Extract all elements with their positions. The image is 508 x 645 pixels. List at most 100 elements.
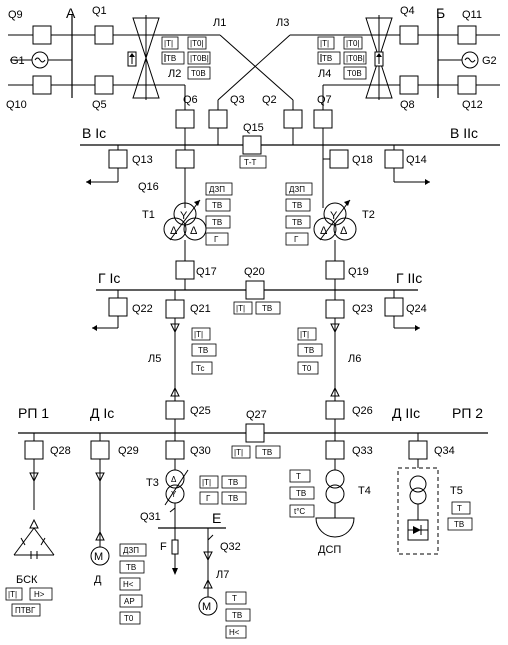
switch-q22[interactable] [108, 297, 128, 317]
switch-q14[interactable] [384, 149, 404, 169]
switch-q24-label: Q24 [406, 303, 427, 315]
switch-q16[interactable] [175, 149, 195, 169]
bus-rp2-label: РП 2 [452, 405, 483, 421]
switch-q22-label: Q22 [132, 303, 153, 315]
bus-d-ii-label: Д IIс [392, 405, 420, 421]
switch-q17[interactable] [175, 260, 195, 280]
switch-q28[interactable] [24, 440, 44, 460]
switch-q20[interactable] [245, 280, 265, 300]
switch-q1[interactable] [94, 25, 114, 45]
switch-q23[interactable] [325, 299, 345, 319]
transformer-t3-label: T3 [146, 477, 159, 489]
line-l1-label: Л1 [213, 17, 226, 29]
switch-q13[interactable] [108, 149, 128, 169]
svg-text:|T|: |T| [194, 330, 203, 339]
svg-text:|Т0В|: |Т0В| [190, 54, 209, 63]
switch-q21[interactable] [165, 299, 185, 319]
line-l3-label: Л3 [276, 17, 289, 29]
svg-text:Δ: Δ [171, 475, 177, 484]
switch-q27-label: Q27 [246, 409, 267, 421]
motor-m-icon [198, 596, 218, 616]
switch-q26[interactable] [325, 400, 345, 420]
svg-text:|T|: |T| [234, 448, 243, 457]
switch-q29[interactable] [90, 440, 110, 460]
switch-q34[interactable] [408, 440, 428, 460]
switch-q26-label: Q26 [352, 405, 373, 417]
switch-q32-icon[interactable] [207, 534, 214, 541]
switch-q18[interactable] [329, 149, 349, 169]
switch-q11[interactable] [457, 25, 477, 45]
svg-text:t°С: t°С [294, 507, 305, 516]
svg-text:АР: АР [124, 597, 135, 606]
switch-q8-label: Q8 [400, 99, 415, 111]
switch-q33[interactable] [325, 440, 345, 460]
bus-v-i-label: В Iс [82, 125, 106, 141]
switch-q30[interactable] [165, 440, 185, 460]
switch-q21-label: Q21 [190, 303, 211, 315]
svg-text:ТВ: ТВ [228, 494, 238, 503]
transformer-t3-icon [165, 469, 185, 489]
svg-text:|T|: |T| [236, 304, 245, 313]
switch-q10-label: Q10 [6, 99, 27, 111]
svg-text:Δ: Δ [320, 225, 328, 237]
motor-d-icon [90, 546, 110, 566]
switch-q24[interactable] [384, 297, 404, 317]
svg-text:|Т0В|: |Т0В| [346, 54, 365, 63]
switch-q12[interactable] [457, 75, 477, 95]
switch-q15-label: Q15 [243, 122, 264, 134]
switch-q2[interactable] [283, 109, 303, 129]
svg-text:Т0В: Т0В [347, 69, 362, 78]
svg-text:ТВ: ТВ [198, 346, 208, 355]
switch-q3[interactable] [208, 109, 228, 129]
switch-q31-label: Q31 [140, 511, 161, 523]
switch-q4[interactable] [399, 25, 419, 45]
svg-text:М: М [94, 551, 103, 563]
switch-q5-label: Q5 [92, 99, 107, 111]
bus-v-ii-label: В IIс [450, 125, 478, 141]
switch-q19[interactable] [325, 260, 345, 280]
switch-q25[interactable] [165, 400, 185, 420]
svg-text:Y: Y [330, 210, 338, 222]
switch-q25-label: Q25 [190, 405, 211, 417]
switch-q9[interactable] [32, 25, 52, 45]
switch-q7[interactable] [313, 109, 333, 129]
switch-q10[interactable] [32, 75, 52, 95]
switch-q11-label: Q11 [462, 9, 482, 21]
svg-text:ТВ: ТВ [126, 563, 136, 572]
svg-text:|Т0|: |Т0| [346, 39, 360, 48]
capacitor-bank-bsk-icon [20, 537, 46, 559]
fuse-f-label: F [160, 541, 167, 553]
bus-e-label: Е [212, 510, 221, 526]
svg-text:Н>: Н> [34, 590, 45, 599]
transformer-t4-icon [325, 469, 345, 489]
bus-b-label: Б [436, 5, 445, 21]
dsp-label: ДСП [318, 544, 341, 556]
transformer-t1-label: T1 [142, 209, 155, 221]
switch-q6[interactable] [175, 109, 195, 129]
switch-q5[interactable] [94, 75, 114, 95]
switch-q20-label: Q20 [244, 266, 265, 278]
motor-d-label: Д [94, 574, 102, 586]
switch-q27[interactable] [245, 423, 265, 443]
switch-q19-label: Q19 [348, 266, 369, 278]
switch-q23-label: Q23 [352, 303, 373, 315]
switch-q31-icon[interactable] [169, 507, 176, 513]
svg-text:|T|: |T| [300, 330, 309, 339]
bus-g-i-label: Г Iс [98, 270, 120, 286]
svg-text:ТВ: ТВ [212, 218, 222, 227]
bus-a-label: А [66, 5, 76, 21]
line-l2-label: Л2 [168, 68, 181, 80]
transformer-t2-label: T2 [362, 209, 375, 221]
switch-q2-label: Q2 [262, 94, 277, 106]
switch-q12-label: Q12 [462, 99, 483, 111]
switch-q15[interactable] [242, 135, 262, 155]
bus-rp1-label: РП 1 [18, 405, 49, 421]
switch-q4-label: Q4 [400, 5, 415, 17]
svg-text:ДЗП: ДЗП [289, 185, 305, 194]
svg-text:ТВ: ТВ [228, 478, 238, 487]
switch-q8[interactable] [399, 75, 419, 95]
transformer-t5-icon [409, 475, 427, 493]
switch-q9-label: Q9 [8, 9, 23, 21]
svg-text:ПТВГ: ПТВГ [15, 606, 36, 615]
line-l5-label: Л5 [148, 353, 161, 365]
